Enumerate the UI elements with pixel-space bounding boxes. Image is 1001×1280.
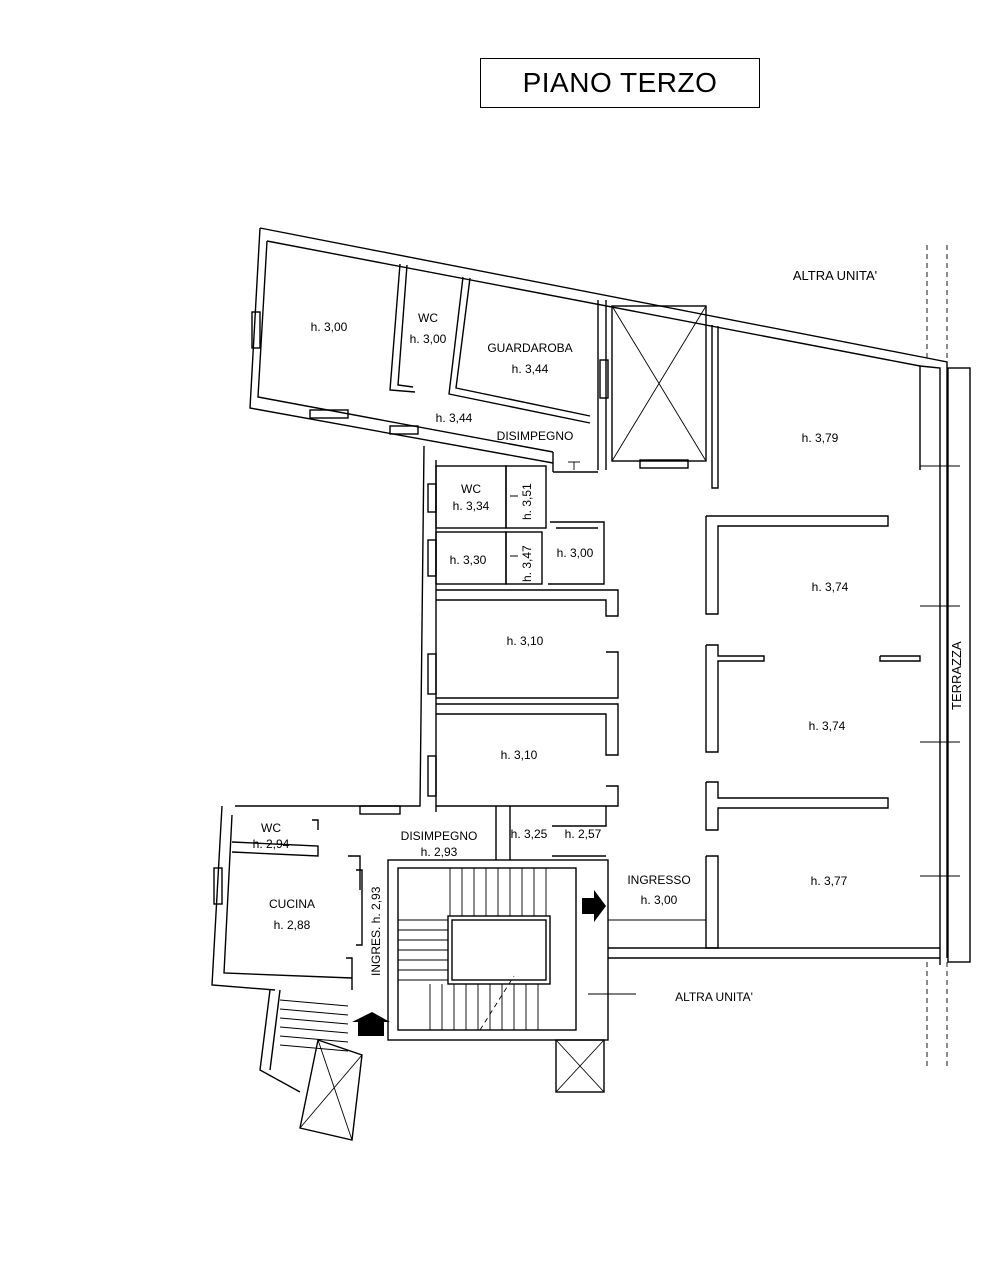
- east-partitions: [705, 515, 921, 949]
- ne-room: [711, 325, 960, 877]
- ingresso-label: INGRESSO: [627, 873, 690, 887]
- outer-stair-tread: [279, 1026, 349, 1034]
- disimpegno1-height: h. 3,44: [436, 411, 473, 425]
- room-w2-height: h. 3,10: [501, 748, 538, 762]
- outer-stair-tread: [279, 1017, 349, 1025]
- room-ne-height: h. 3,79: [802, 431, 839, 445]
- wc1-height: h. 3,00: [410, 332, 447, 346]
- outer-stair-treads: [279, 999, 349, 1052]
- cucina-height: h. 2,88: [274, 918, 311, 932]
- closet1-height: h. 3,51: [520, 483, 534, 520]
- outer-stair-tread: [279, 999, 349, 1007]
- corridor-height: h. 3,25: [511, 827, 548, 841]
- room-nw-height: h. 3,00: [311, 320, 348, 334]
- outer-stair-tread: [279, 1008, 349, 1016]
- wc2-label: WC: [461, 482, 481, 496]
- wc-small-height: h. 3,30: [450, 553, 487, 567]
- room-se-height: h. 3,77: [811, 874, 848, 888]
- ingres-label: INGRES. h. 2,93: [369, 886, 383, 976]
- stair-treads: [398, 868, 547, 1030]
- closet2-height: h. 3,47: [520, 545, 534, 582]
- room-labels: ALTRA UNITA' h. 3,00 WC h. 3,00 GUARDARO…: [253, 268, 964, 1004]
- store-height: h. 3,00: [557, 546, 594, 560]
- outer-walls: [211, 227, 971, 991]
- altra-unita-bottom-label: ALTRA UNITA': [675, 990, 753, 1004]
- ingresso-height: h. 3,00: [641, 893, 678, 907]
- south-area: [387, 806, 706, 1093]
- altra-unita-top-label: ALTRA UNITA': [793, 268, 877, 283]
- central-west-rooms: [427, 589, 619, 807]
- nw-rooms: [251, 263, 707, 473]
- disimpegno1-label: DISIMPEGNO: [497, 429, 574, 443]
- central-small-rooms: [427, 465, 605, 585]
- wc2-height: h. 3,34: [453, 499, 490, 513]
- room-w1-height: h. 3,10: [507, 634, 544, 648]
- sw-area: [213, 805, 401, 1141]
- wc1-label: WC: [418, 311, 438, 325]
- plan-title: PIANO TERZO: [522, 67, 718, 98]
- guardaroba-label: GUARDAROBA: [487, 341, 572, 355]
- terrazza-label: TERRAZZA: [949, 641, 964, 710]
- room-e2-height: h. 3,74: [809, 719, 846, 733]
- cucina-label: CUCINA: [269, 897, 315, 911]
- title-box: PIANO TERZO: [480, 58, 760, 108]
- ingresso-arrow-icon: [582, 890, 606, 922]
- wc3-height: h. 2,94: [253, 837, 290, 851]
- ingres-arrow-icon: [352, 1012, 390, 1036]
- entrance-arrows: [352, 461, 606, 1036]
- wc3-label: WC: [261, 821, 281, 835]
- closet3-height: h. 2,57: [565, 827, 602, 841]
- outer-stair-tread: [279, 1035, 349, 1043]
- disimpegno2-label: DISIMPEGNO: [401, 829, 478, 843]
- room-e1-height: h. 3,74: [812, 580, 849, 594]
- guardaroba-height: h. 3,44: [512, 362, 549, 376]
- disimpegno2-height: h. 2,93: [421, 845, 458, 859]
- outer-stair-tread: [279, 1044, 349, 1052]
